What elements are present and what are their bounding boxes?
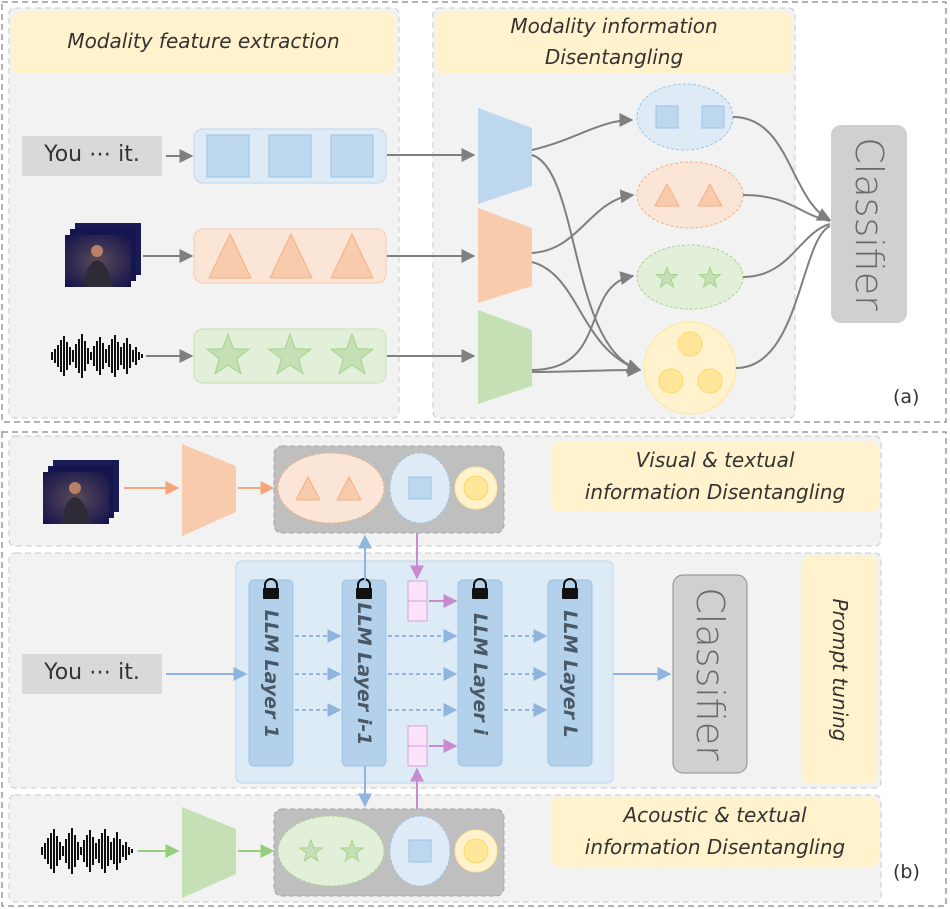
visual-specific-ellipse bbox=[636, 161, 744, 229]
triangle-icon bbox=[697, 182, 723, 207]
visual-header-line1: Visual & textual bbox=[635, 448, 795, 472]
waveform-icon bbox=[51, 334, 143, 378]
acoustic-header-line2: information Disentangling bbox=[584, 835, 846, 859]
triangle-icon bbox=[336, 475, 362, 501]
circle-icon bbox=[697, 368, 723, 394]
triangle-icon bbox=[295, 475, 321, 501]
llm-layer-1-label: LLM Layer 1 bbox=[260, 609, 282, 739]
star-icon bbox=[655, 265, 679, 289]
disentangling-header-line2: Disentangling bbox=[544, 45, 684, 69]
acoustic-header-line1: Acoustic & textual bbox=[623, 803, 807, 827]
lock-icon bbox=[263, 578, 279, 599]
text-input-b: You ⋯ it. bbox=[44, 660, 140, 685]
visual-specific-ellipse bbox=[277, 452, 385, 524]
video-frames-icon bbox=[43, 460, 119, 524]
square-icon bbox=[268, 134, 312, 178]
acoustic-specific-ellipse bbox=[277, 815, 385, 887]
triangle-icon bbox=[654, 182, 680, 207]
text-encoder bbox=[478, 108, 532, 204]
llm-layer-i-label: LLM Layer i bbox=[469, 613, 491, 735]
visual-header-box bbox=[551, 442, 879, 512]
lock-icon bbox=[472, 578, 488, 599]
panel-b-label: (b) bbox=[893, 861, 920, 883]
star-icon bbox=[267, 332, 313, 375]
triangle-icon bbox=[208, 232, 252, 279]
triangle-icon bbox=[269, 232, 313, 279]
panel-a-frame bbox=[1, 1, 947, 423]
audio-encoder bbox=[182, 807, 236, 898]
panel-a-label: (a) bbox=[893, 386, 920, 408]
visual-header-line2: information Disentangling bbox=[584, 480, 846, 504]
square-icon bbox=[655, 105, 679, 129]
circle-icon bbox=[463, 475, 489, 501]
acoustic-header-box bbox=[551, 797, 879, 867]
layer-connections bbox=[295, 629, 548, 717]
panel-b-frame bbox=[1, 431, 947, 907]
square-icon bbox=[330, 134, 374, 178]
triangle-icon bbox=[330, 232, 374, 279]
star-icon bbox=[698, 265, 722, 289]
classifier-label-b: Classifier bbox=[688, 587, 732, 761]
text-input-a: You ⋯ it. bbox=[44, 142, 140, 167]
circle-icon bbox=[463, 838, 489, 864]
star-icon bbox=[205, 332, 251, 375]
feature-extraction-panel bbox=[8, 7, 400, 419]
classifier-label-a: Classifier bbox=[847, 137, 891, 311]
video-encoder bbox=[478, 208, 532, 303]
llm-layer-i-1-label: LLM Layer i-1 bbox=[353, 602, 375, 746]
disentangle-header-box bbox=[436, 12, 792, 74]
disentangle-connections bbox=[531, 113, 642, 378]
video-frames-icon bbox=[65, 223, 141, 287]
feature-header-box bbox=[12, 12, 395, 74]
square-icon bbox=[206, 134, 250, 178]
circle-icon bbox=[658, 368, 684, 394]
star-icon bbox=[329, 332, 375, 375]
prompt-tuning-header: Prompt tuning bbox=[828, 598, 852, 742]
video-encoder bbox=[182, 444, 236, 536]
feature-extraction-header: Modality feature extraction bbox=[67, 29, 340, 53]
classifier-connections bbox=[732, 116, 832, 369]
waveform-icon bbox=[41, 828, 133, 874]
square-icon bbox=[408, 476, 432, 500]
acoustic-specific-ellipse bbox=[636, 244, 744, 310]
star-icon bbox=[298, 838, 324, 863]
text-input-box-a bbox=[22, 136, 162, 176]
classifier-box-a bbox=[831, 125, 907, 323]
prompt-header-box bbox=[802, 556, 878, 784]
llm-layer-L-label: LLM Layer L bbox=[559, 610, 581, 738]
square-icon bbox=[408, 839, 432, 863]
audio-encoder bbox=[478, 310, 532, 404]
disentangling-header-line1: Modality information bbox=[510, 14, 718, 38]
text-input-box-b bbox=[22, 654, 162, 694]
lock-icon bbox=[562, 578, 578, 599]
circle-icon bbox=[677, 331, 703, 357]
square-icon bbox=[701, 105, 725, 129]
classifier-box-b bbox=[672, 574, 748, 774]
star-icon bbox=[339, 838, 365, 863]
